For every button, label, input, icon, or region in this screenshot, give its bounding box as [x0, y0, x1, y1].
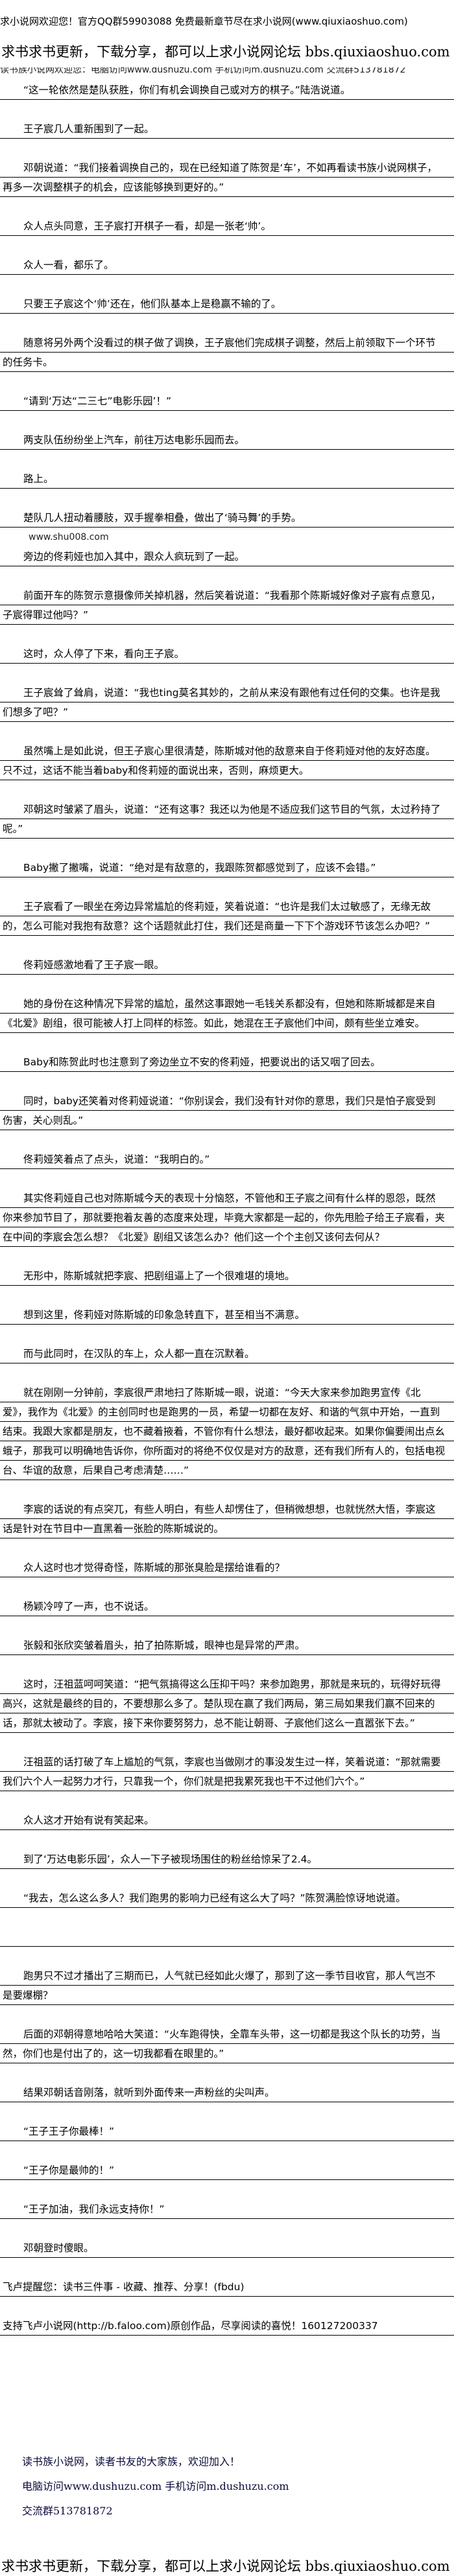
chapter-paragraph: 她的身份在这种情况下异常的尴尬，虽然这事跟她一毛钱关系都没有，但她和陈斯城都是来… [0, 994, 454, 1033]
chapter-paragraph: 这时，众人停了下来，看向王子宸。 [0, 644, 454, 664]
chapter-paragraph: “这一轮依然是楚队获胜，你们有机会调换自己或对方的棋子。”陆浩说道。 [0, 80, 454, 100]
empty-ruled-line [0, 1927, 454, 1947]
chapter-paragraph: 后面的邓朝得意地哈哈大笑道：“火车跑得快，全靠车头带，这一切都是我这个队长的功劳… [0, 2025, 454, 2063]
chapter-paragraph: 佟莉娅感激地看了王子宸一眼。 [0, 955, 454, 975]
chapter-paragraph: 其实佟莉娅自己也对陈斯城今天的表现十分恼怒，不管他和王子宸之间有什么样的恩怨，既… [0, 1189, 454, 1247]
chapter-content: “这一轮依然是楚队获胜，你们有机会调换自己或对方的棋子。”陆浩说道。王子宸几人重… [0, 80, 454, 2355]
chapter-paragraph: “请到‘万达“二三七”电影乐园’！” [0, 391, 454, 411]
chapter-paragraph: 这时，汪祖蓝呵呵笑道：“把气氛搞得这么压抑干吗？来参加跑男，那就是来玩的，玩得好… [0, 1675, 454, 1733]
chapter-paragraph: 只要王子宸这个‘帅’还在，他们队基本上是稳赢不输的了。 [0, 294, 454, 314]
chapter-paragraph: 楚队几人扭动着腰肢，双手握拳相叠，做出了‘骑马舞’的手势。 [0, 508, 454, 528]
chapter-paragraph: “王子加油，我们永远支持你！” [0, 2199, 454, 2219]
chapter-paragraph: 李宸的话说的有点突兀，有些人明白，有些人却愣住了，但稍微想想，也就恍然大悟，李宸… [0, 1500, 454, 1538]
chapter-paragraph: 众人这时也才觉得奇怪，陈斯城的那张臭脸是摆给谁看的？ [0, 1558, 454, 1577]
chapter-paragraph: “我去，怎么这么多人？我们跑男的影响力已经有这么大了吗？”陈贺满脸惊讶地说道。 [0, 1888, 454, 1908]
chapter-paragraph: 而与此同时，在汉队的车上，众人都一直在沉默着。 [0, 1344, 454, 1363]
chapter-paragraph: 随意将另外两个没看过的棋子做了调换，王子宸他们完成棋子调整，然后上前领取下一个环… [0, 333, 454, 372]
chapter-paragraph: 前面开车的陈贺示意摄像师关掉机器，然后笑着说道：“我看那个陈斯城好像对子宸有点意… [0, 586, 454, 625]
chapter-paragraph: 王子宸几人重新围到了一起。 [0, 119, 454, 139]
site-welcome-banner: 求小说网欢迎您！官方QQ群59903088 免费最新章节尽在求小说网(www.q… [0, 16, 408, 27]
footer-welcome: 读书族小说网，读者书友的大家族，欢迎加入！ [22, 2455, 241, 2468]
inline-site-note: www.shu008.com [29, 532, 109, 542]
chapter-paragraph: 王子宸看了一眼坐在旁边异常尴尬的佟莉娅，笑着说道：“也许是我们太过敏感了，无缘无… [0, 897, 454, 936]
dushuzu-banner-clipped: 读书族小说网欢迎您：电脑访问www.dushuzu.com 手机访问m.dush… [0, 67, 405, 75]
dushuzu-footer: 读书族小说网，读者书友的大家族，欢迎加入！ 电脑访问www.dushuzu.co… [0, 2450, 454, 2524]
forum-banner[interactable]: 求书求书更新，下载分享，都可以上求小说网论坛 bbs.qiuxiaoshuo.c… [1, 44, 450, 60]
chapter-paragraph: 无形中，陈斯城就把李宸、把剧组逼上了一个很难堪的境地。 [0, 1266, 454, 1286]
chapter-paragraph: 邓朝说道：“我们接着调换自己的，现在已经知道了陈贺是‘车’，不如再看读书族小说网… [0, 158, 454, 197]
chapter-paragraph: 旁边的佟莉娅也加入其中，跟众人疯玩到了一起。 [0, 547, 454, 566]
footer-visit-links[interactable]: 电脑访问www.dushuzu.com 手机访问m.dushuzu.com [22, 2480, 289, 2492]
footer-group: 交流群513781872 [22, 2505, 113, 2517]
chapter-paragraph: 想到这里，佟莉娅对陈斯城的印象急转直下，甚至相当不满意。 [0, 1305, 454, 1325]
chapter-paragraph: 路上。 [0, 469, 454, 489]
chapter-paragraph: 同时，baby还笑着对佟莉娅说道：“你别误会，我们没有针对你的意思，我们只是怕子… [0, 1091, 454, 1130]
chapter-paragraph: 佟莉娅笑着点了点头，说道：“我明白的。” [0, 1150, 454, 1169]
chapter-paragraph: 跑男只不过才播出了三期而已，人气就已经如此火爆了，那到了这一季节目收官，那人气岂… [0, 1966, 454, 2005]
footer-forum-banner[interactable]: 求书求书更新，下载分享，都可以上求小说网论坛 bbs.qiuxiaoshuo.c… [1, 2559, 450, 2574]
chapter-paragraph: 结果邓朝话音刚落，就听到外面传来一声粉丝的尖叫声。 [0, 2083, 454, 2102]
chapter-paragraph: 虽然嘴上是如此说，但王子宸心里很清楚，陈斯城对他的敌意来自于佟莉娅对他的友好态度… [0, 741, 454, 780]
chapter-paragraph: 两支队伍纷纷坐上汽车，前往万达电影乐园而去。 [0, 430, 454, 450]
chapter-paragraph: 众人一看，都乐了。 [0, 255, 454, 275]
chapter-paragraph: 邓朝登时傻眼。 [0, 2238, 454, 2258]
chapter-paragraph: 到了‘万达电影乐园’，众人一下子被现场围住的粉丝给惊呆了2.4。 [0, 1850, 454, 1869]
chapter-paragraph: 众人这才开始有说有笑起来。 [0, 1811, 454, 1830]
dushuzu-banner-text: 读书族小说网欢迎您：电脑访问www.dushuzu.com 手机访问m.dush… [0, 67, 406, 75]
chapter-paragraph: 众人点头同意，王子宸打开棋子一看，却是一张老‘帅’。 [0, 216, 454, 236]
chapter-paragraph: “王子你是最帅的！” [0, 2161, 454, 2180]
faloo-reminder: 飞卢提醒您：读书三件事 - 收藏、推荐、分享！(fbdu) [0, 2277, 454, 2297]
chapter-paragraph: 汪祖蓝的话打破了车上尴尬的气氛，李宸也当做刚才的事没发生过一样，笑着说道：“那就… [0, 1752, 454, 1791]
chapter-paragraph: Baby和陈贺此时也注意到了旁边坐立不安的佟莉娅，把要说出的话又咽了回去。 [0, 1052, 454, 1072]
chapter-paragraph: “王子王子你最棒！” [0, 2122, 454, 2141]
chapter-paragraph: 就在刚刚一分钟前，李宸很严肃地扫了陈斯城一眼，说道：“今天大家来参加跑男宣传《北… [0, 1383, 454, 1480]
chapter-paragraph: 张毅和张欣奕皱着眉头，拍了拍陈斯城，眼神也是异常的严肃。 [0, 1636, 454, 1655]
chapter-paragraph: 王子宸耸了耸肩，说道：“我也ting莫名其妙的，之前从来没有跟他有过任何的交集。… [0, 683, 454, 722]
chapter-paragraph: 杨颖冷哼了一声，也不说话。 [0, 1597, 454, 1616]
chapter-paragraph: 邓朝这时皱紧了眉头，说道：“还有这事？我还以为他是不适应我们这节目的气氛，太过矜… [0, 800, 454, 839]
faloo-support-note[interactable]: 支持飞卢小说网(http://b.faloo.com)原创作品，尽享阅读的喜悦！… [0, 2316, 454, 2336]
chapter-paragraph: Baby撇了撇嘴，说道：“绝对是有敌意的，我跟陈贺都感觉到了，应该不会错。” [0, 858, 454, 877]
